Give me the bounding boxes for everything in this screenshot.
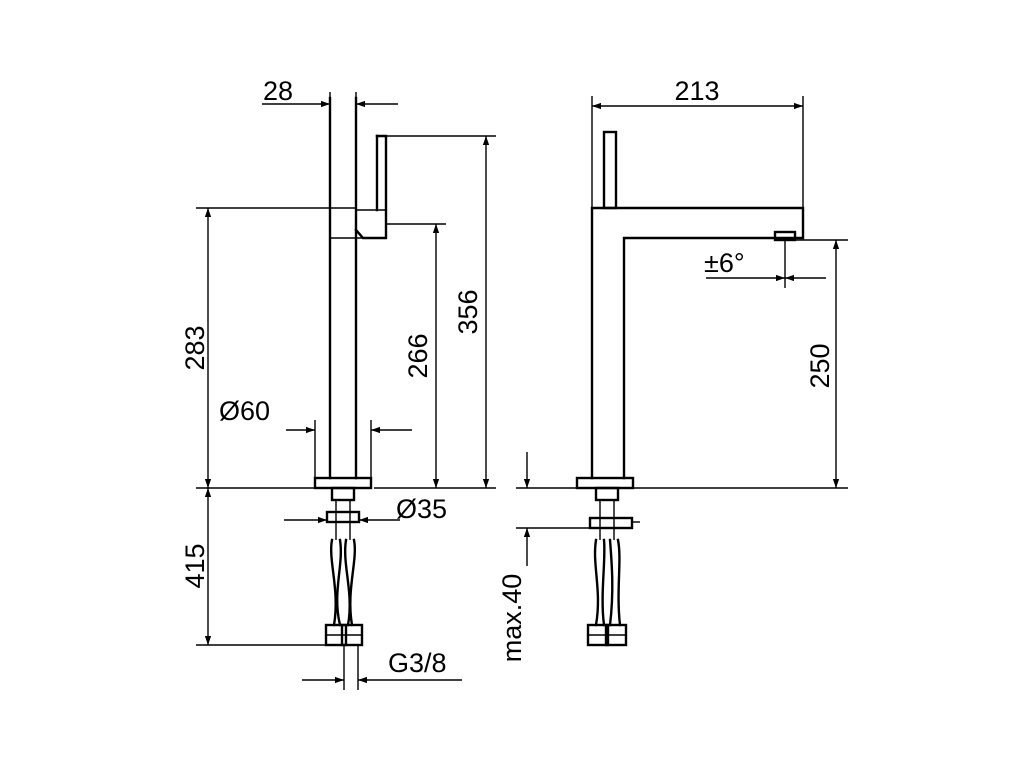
dim-base-diameter: Ø60 <box>219 396 270 426</box>
front-view <box>575 130 805 647</box>
dim-28: 28 <box>263 76 293 106</box>
dim-415: 415 <box>180 543 210 588</box>
dim-shank-diameter: Ø35 <box>396 494 447 524</box>
dim-swivel-angle: ±6° <box>704 248 745 278</box>
dim-283: 283 <box>180 325 210 370</box>
dim-250: 250 <box>805 343 835 388</box>
dim-thread: G3/8 <box>388 648 447 678</box>
side-view-dimensions: 28 356 283 266 Ø60 Ø35 415 <box>180 76 496 690</box>
dim-213: 213 <box>674 76 719 106</box>
dim-266: 266 <box>403 333 433 378</box>
dim-356: 356 <box>453 289 483 334</box>
dim-mount-thickness: max.40 <box>497 574 527 663</box>
front-view-dimensions: 213 250 ±6° max.40 <box>497 76 848 662</box>
side-view <box>313 96 388 647</box>
